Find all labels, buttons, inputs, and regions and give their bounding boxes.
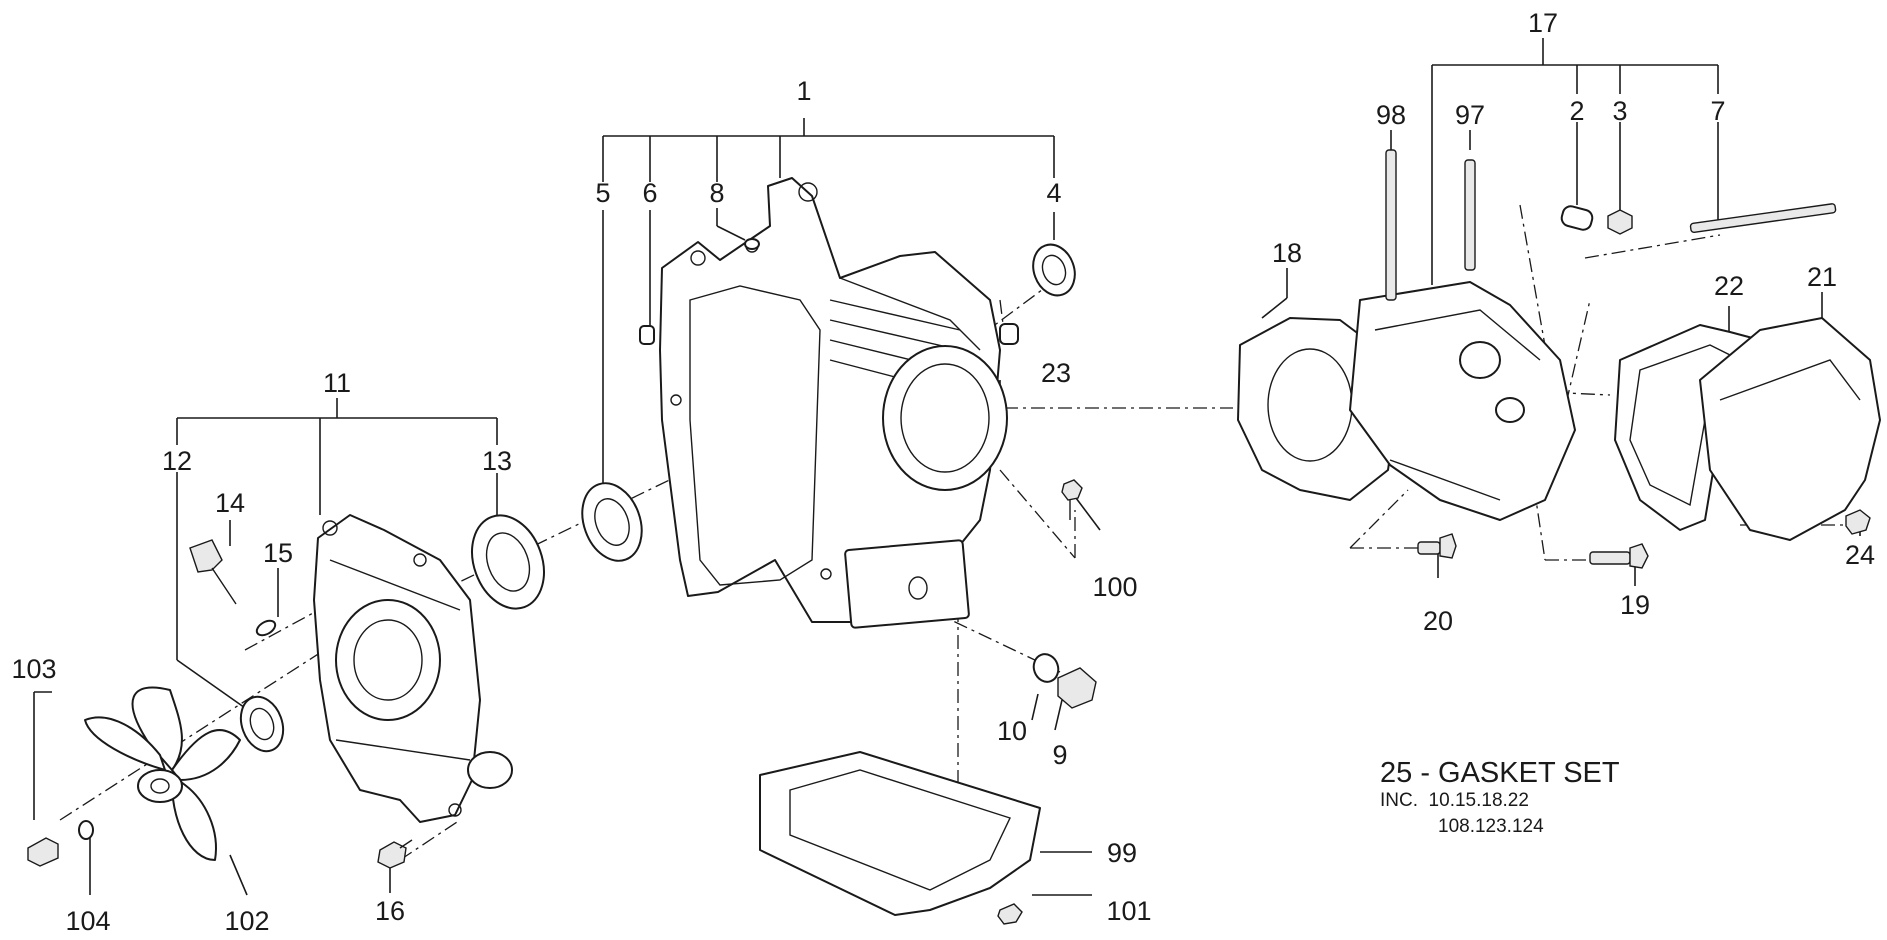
callout-7: 7 bbox=[1710, 96, 1725, 126]
callout-2: 2 bbox=[1569, 96, 1584, 126]
callout-13: 13 bbox=[482, 446, 512, 476]
washer-10 bbox=[1032, 653, 1060, 683]
callout-99: 99 bbox=[1107, 838, 1137, 868]
callout-17: 17 bbox=[1528, 8, 1558, 38]
callout-8: 8 bbox=[709, 178, 724, 208]
washer-104 bbox=[78, 820, 94, 840]
callout-19: 19 bbox=[1620, 590, 1650, 620]
bolt-103 bbox=[27, 837, 59, 867]
callout-102: 102 bbox=[224, 906, 269, 936]
oil-pan-99 bbox=[759, 751, 1041, 916]
bearing-5 bbox=[581, 482, 643, 562]
callout-10: 10 bbox=[997, 716, 1027, 746]
callout-12: 12 bbox=[162, 446, 192, 476]
oil-seal-12 bbox=[239, 695, 285, 753]
stud-98 bbox=[1385, 149, 1397, 301]
gasket-set-includes-cont: 108.123.124 bbox=[1438, 816, 1544, 837]
cylinder-head-17 bbox=[1349, 281, 1576, 521]
crankcase-block bbox=[659, 177, 1008, 629]
callout-100: 100 bbox=[1092, 572, 1137, 602]
callout-98: 98 bbox=[1376, 100, 1406, 130]
gasket-set-title: 25 - GASKET SET bbox=[1380, 757, 1620, 789]
callout-4: 4 bbox=[1046, 178, 1061, 208]
sensor-14 bbox=[189, 539, 237, 605]
callout-103: 103 bbox=[11, 654, 56, 684]
pin-6 bbox=[639, 325, 655, 345]
callout-11: 11 bbox=[323, 368, 351, 398]
gasket-set-includes: INC. 10.15.18.22 bbox=[1380, 790, 1529, 811]
callout-14: 14 bbox=[215, 488, 245, 518]
bolt-101 bbox=[997, 903, 1023, 925]
callout-24: 24 bbox=[1845, 540, 1875, 570]
callout-16: 16 bbox=[375, 896, 405, 926]
nut-3 bbox=[1607, 209, 1633, 235]
stud-97 bbox=[1464, 159, 1476, 271]
pin-23 bbox=[999, 323, 1019, 345]
washer-8 bbox=[744, 238, 760, 250]
fan-102 bbox=[84, 686, 241, 861]
bolt-20 bbox=[1417, 533, 1457, 559]
callout-9: 9 bbox=[1052, 740, 1067, 770]
gasket-set-note: 25 - GASKET SET INC. 10.15.18.22 108.123… bbox=[1380, 757, 1620, 837]
o-ring-15 bbox=[255, 619, 277, 637]
oil-seal-4 bbox=[1032, 243, 1076, 297]
callout-20: 20 bbox=[1423, 606, 1453, 636]
callout-6: 6 bbox=[642, 178, 657, 208]
bolt-24 bbox=[1845, 509, 1871, 535]
callout-18: 18 bbox=[1272, 238, 1302, 268]
callout-21: 21 bbox=[1807, 262, 1837, 292]
drain-plug-9 bbox=[1057, 667, 1097, 709]
sleeve-2 bbox=[1560, 205, 1594, 231]
callout-labels: 1 2 3 4 5 6 7 8 9 10 11 12 13 14 15 16 1… bbox=[11, 8, 1875, 936]
bearing-13 bbox=[471, 514, 545, 610]
callout-97: 97 bbox=[1455, 100, 1485, 130]
valve-cover-21 bbox=[1699, 317, 1881, 541]
callout-101: 101 bbox=[1106, 896, 1151, 926]
bolt-19 bbox=[1589, 543, 1649, 569]
callout-23: 23 bbox=[1041, 358, 1071, 388]
callout-1: 1 bbox=[796, 76, 811, 106]
callout-22: 22 bbox=[1714, 271, 1744, 301]
bolt-100 bbox=[1061, 479, 1083, 520]
crankcase-cover bbox=[313, 514, 513, 823]
callout-15: 15 bbox=[263, 538, 293, 568]
stud-7 bbox=[1689, 203, 1837, 234]
bolt-16 bbox=[377, 839, 413, 869]
callout-3: 3 bbox=[1612, 96, 1627, 126]
callout-104: 104 bbox=[65, 906, 110, 936]
callout-5: 5 bbox=[595, 178, 610, 208]
